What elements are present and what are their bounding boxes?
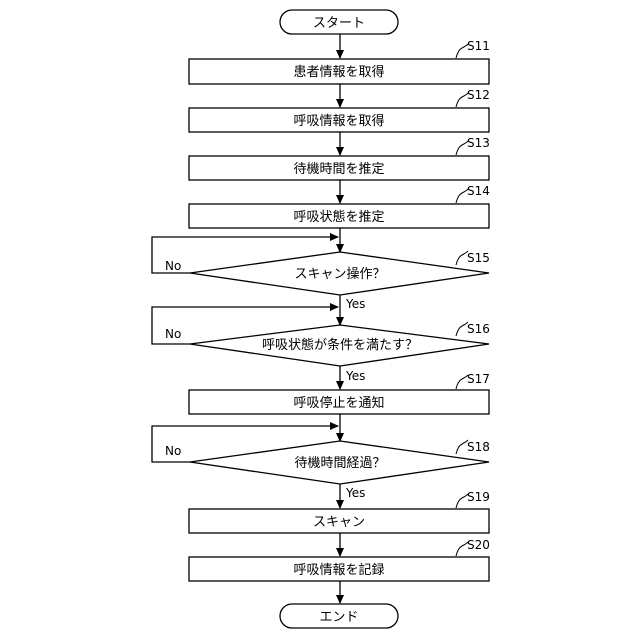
step-label-s12: S12 <box>467 88 490 102</box>
step-label-s13: S13 <box>467 136 490 150</box>
process-s20-text: 呼吸情報を記録 <box>293 562 384 578</box>
step-label-s14: S14 <box>467 184 490 198</box>
step-label-s11: S11 <box>467 39 490 53</box>
decision-s16-text: 呼吸状態が条件を満たす？ <box>262 337 418 353</box>
step-label-s19: S19 <box>467 490 490 504</box>
decision-s15-text: スキャン操作？ <box>294 266 385 282</box>
end-label: エンド <box>319 610 358 625</box>
process-s14-text: 呼吸状態を推定 <box>293 209 384 225</box>
branch-no-s16: No <box>165 327 181 341</box>
process-s17-text: 呼吸停止を通知 <box>293 395 384 411</box>
process-s11-text: 患者情報を取得 <box>293 64 384 80</box>
process-s19-text: スキャン <box>313 515 365 530</box>
step-label-s15: S15 <box>467 251 490 265</box>
process-s12-text: 呼吸情報を取得 <box>293 113 384 129</box>
branch-yes-s15: Yes <box>345 297 365 311</box>
start-label: スタート <box>313 16 365 31</box>
branch-yes-s18: Yes <box>345 486 365 500</box>
branch-yes-s16: Yes <box>345 369 365 383</box>
branch-no-s18: No <box>165 444 181 458</box>
step-label-s18: S18 <box>467 440 490 454</box>
branch-no-s15: No <box>165 259 181 273</box>
step-label-s17: S17 <box>467 372 490 386</box>
process-s13-text: 待機時間を推定 <box>293 162 384 177</box>
step-label-s20: S20 <box>467 538 490 552</box>
step-label-s16: S16 <box>467 322 490 336</box>
decision-s18-text: 待機時間経過？ <box>294 456 385 471</box>
